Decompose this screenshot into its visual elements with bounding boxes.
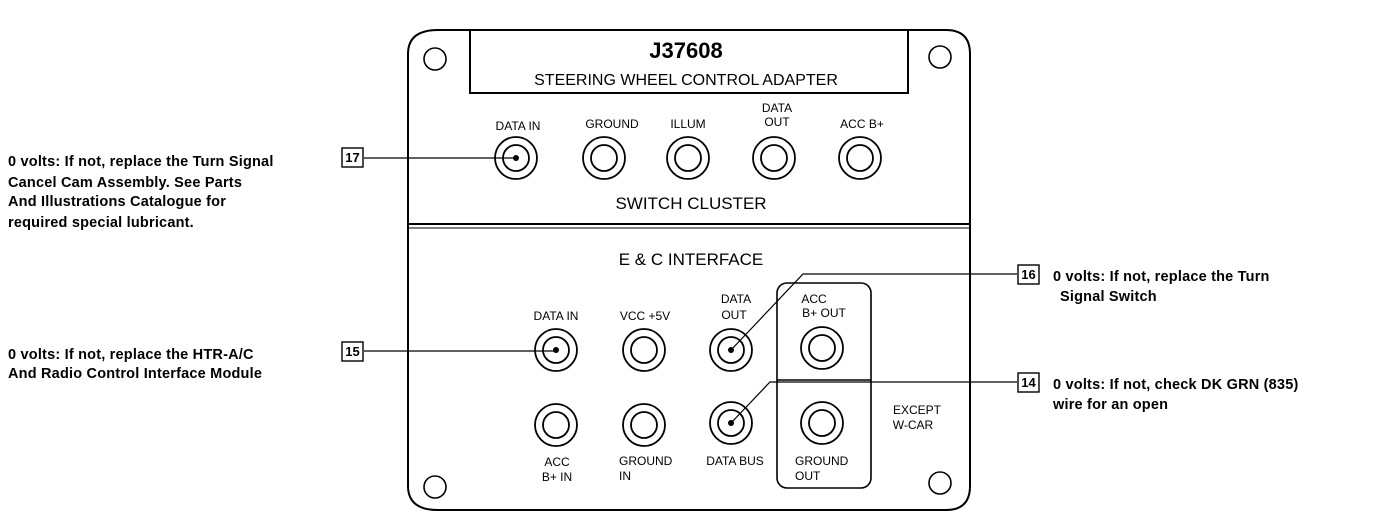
jack-label: DATA	[721, 292, 751, 306]
callout-box-17: 17	[341, 147, 364, 168]
jack-ground-in[interactable]	[622, 403, 666, 447]
callout-note-17: 0 volts: If not, replace the Turn Signal…	[8, 154, 274, 231]
jack-label: DATA	[762, 101, 792, 115]
title-box	[469, 29, 909, 94]
section-title-switch-cluster: SWITCH CLUSTER	[615, 194, 766, 213]
callout-box-16: 16	[1017, 264, 1040, 285]
jack-label: VCC +5V	[620, 309, 670, 323]
jack-label: OUT	[721, 308, 747, 322]
except-label: EXCEPT	[893, 403, 942, 417]
svg-text:And Illustrations Catalogue fo: And Illustrations Catalogue for	[8, 194, 226, 210]
jack-label: ACC	[801, 292, 827, 306]
jack-data-in-interface[interactable]	[534, 328, 578, 372]
jack-acc-b-plus-in[interactable]	[534, 403, 578, 447]
panel-title: STEERING WHEEL CONTROL ADAPTER	[534, 72, 838, 89]
panel-outline	[407, 29, 971, 511]
jack-vcc-5v[interactable]	[622, 328, 666, 372]
callout-box-14: 14	[1017, 372, 1040, 393]
leader-line-14	[730, 381, 1017, 424]
callout-note-14: 0 volts: If not, check DK GRN (835) wire…	[1052, 377, 1299, 413]
svg-text:17: 17	[345, 150, 359, 165]
jack-acc-b-plus-out[interactable]	[800, 326, 844, 370]
except-w-car-group	[776, 282, 872, 489]
jack-label: DATA IN	[496, 119, 541, 133]
jack-label: OUT	[764, 115, 790, 129]
svg-text:14: 14	[1021, 375, 1036, 390]
jack-label: GROUND	[795, 454, 849, 468]
callout-note-15: 0 volts: If not, replace the HTR-A/C And…	[8, 347, 262, 382]
mounting-screw-icon	[928, 45, 952, 69]
jack-label: B+ IN	[542, 470, 572, 484]
jack-label: DATA IN	[534, 309, 579, 323]
except-label: W-CAR	[893, 418, 934, 432]
jack-acc-b-plus-cluster[interactable]	[838, 136, 882, 180]
jack-label: IN	[619, 469, 631, 483]
svg-text:Cancel Cam Assembly. See Parts: Cancel Cam Assembly. See Parts	[8, 175, 242, 191]
svg-text:0 volts: If not, replace the T: 0 volts: If not, replace the Turn	[1053, 269, 1270, 285]
jack-ground-out[interactable]	[800, 401, 844, 445]
jack-label: ILLUM	[670, 117, 705, 131]
section-title-interface: E & C INTERFACE	[619, 250, 764, 269]
jack-data-bus[interactable]	[709, 401, 753, 445]
jack-data-out-cluster[interactable]	[752, 136, 796, 180]
jack-label: DATA BUS	[706, 454, 764, 468]
svg-text:And Radio Control Interface Mo: And Radio Control Interface Module	[8, 366, 262, 382]
jack-label: B+ OUT	[802, 306, 846, 320]
svg-text:0 volts: If not, replace the T: 0 volts: If not, replace the Turn Signal	[8, 154, 274, 170]
svg-text:0 volts: If not, replace the H: 0 volts: If not, replace the HTR-A/C	[8, 347, 254, 363]
svg-text:16: 16	[1021, 267, 1035, 282]
mounting-screw-icon	[423, 47, 447, 71]
svg-text:0 volts: If not, check DK GRN: 0 volts: If not, check DK GRN (835)	[1053, 377, 1299, 393]
svg-text:required special lubricant.: required special lubricant.	[8, 215, 194, 231]
svg-text:wire for an open: wire for an open	[1052, 397, 1168, 413]
jack-label: OUT	[795, 469, 821, 483]
callout-box-15: 15	[341, 341, 364, 362]
jack-label: GROUND	[585, 117, 639, 131]
model-number: J37608	[649, 38, 722, 63]
mounting-screw-icon	[423, 475, 447, 499]
svg-text:Signal Switch: Signal Switch	[1060, 289, 1157, 305]
leader-line-16	[730, 273, 1017, 351]
jack-label: ACC B+	[840, 117, 884, 131]
mounting-screw-icon	[928, 471, 952, 495]
jack-ground-cluster[interactable]	[582, 136, 626, 180]
jack-illum-cluster[interactable]	[666, 136, 710, 180]
jack-label: ACC	[544, 455, 570, 469]
jack-label: GROUND	[619, 454, 673, 468]
svg-text:15: 15	[345, 344, 359, 359]
callout-note-16: 0 volts: If not, replace the Turn Signal…	[1053, 269, 1270, 305]
